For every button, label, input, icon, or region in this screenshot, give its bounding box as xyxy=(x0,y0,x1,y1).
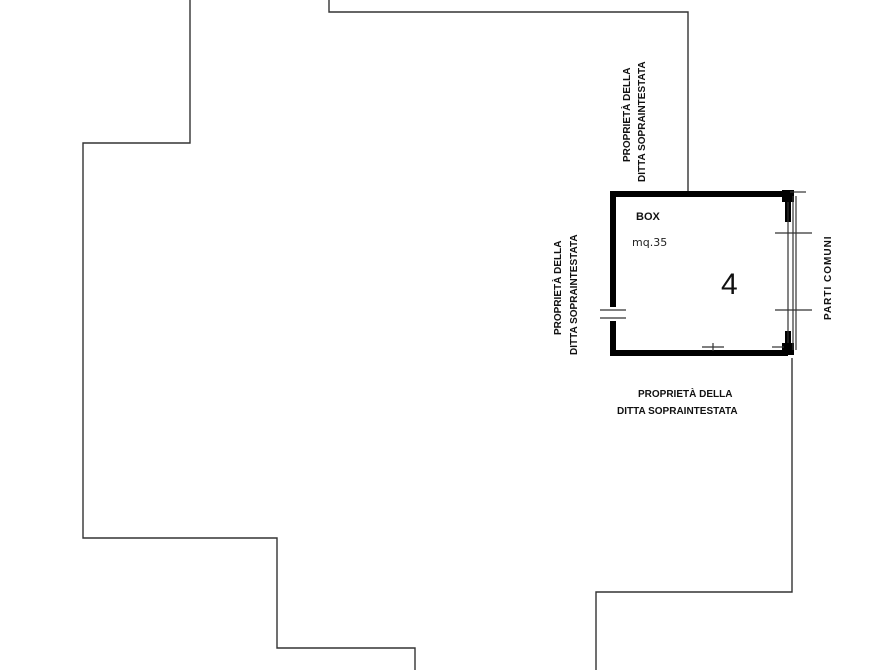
building-outline xyxy=(82,0,793,670)
label-top: PROPRIETÀ DELLA DITTA SOPRAINTESTATA xyxy=(620,61,648,182)
door-opening xyxy=(775,191,812,350)
label-right: PARTI COMUNI xyxy=(823,235,834,320)
label-top-line2: DITTA SOPRAINTESTATA xyxy=(637,61,648,182)
label-left: PROPRIETÀ DELLA DITTA SOPRAINTESTATA xyxy=(551,234,580,355)
label-bottom-line1: PROPRIETÀ DELLA xyxy=(638,387,732,400)
unit-number: 4 xyxy=(721,268,738,301)
box-label: BOX xyxy=(636,211,661,223)
label-left-line2: DITTA SOPRAINTESTATA xyxy=(569,234,580,355)
label-bottom-line2: DITTA SOPRAINTESTATA xyxy=(617,406,738,417)
wall-corner xyxy=(782,190,794,202)
box-area: mq.35 xyxy=(632,236,667,249)
label-top-line1: PROPRIETÀ DELLA xyxy=(620,68,633,162)
wall-corner xyxy=(782,343,794,355)
label-left-line1: PROPRIETÀ DELLA xyxy=(551,241,564,335)
left-opening xyxy=(600,309,626,319)
label-right-text: PARTI COMUNI xyxy=(823,235,834,320)
bottom-ticks xyxy=(702,343,784,351)
